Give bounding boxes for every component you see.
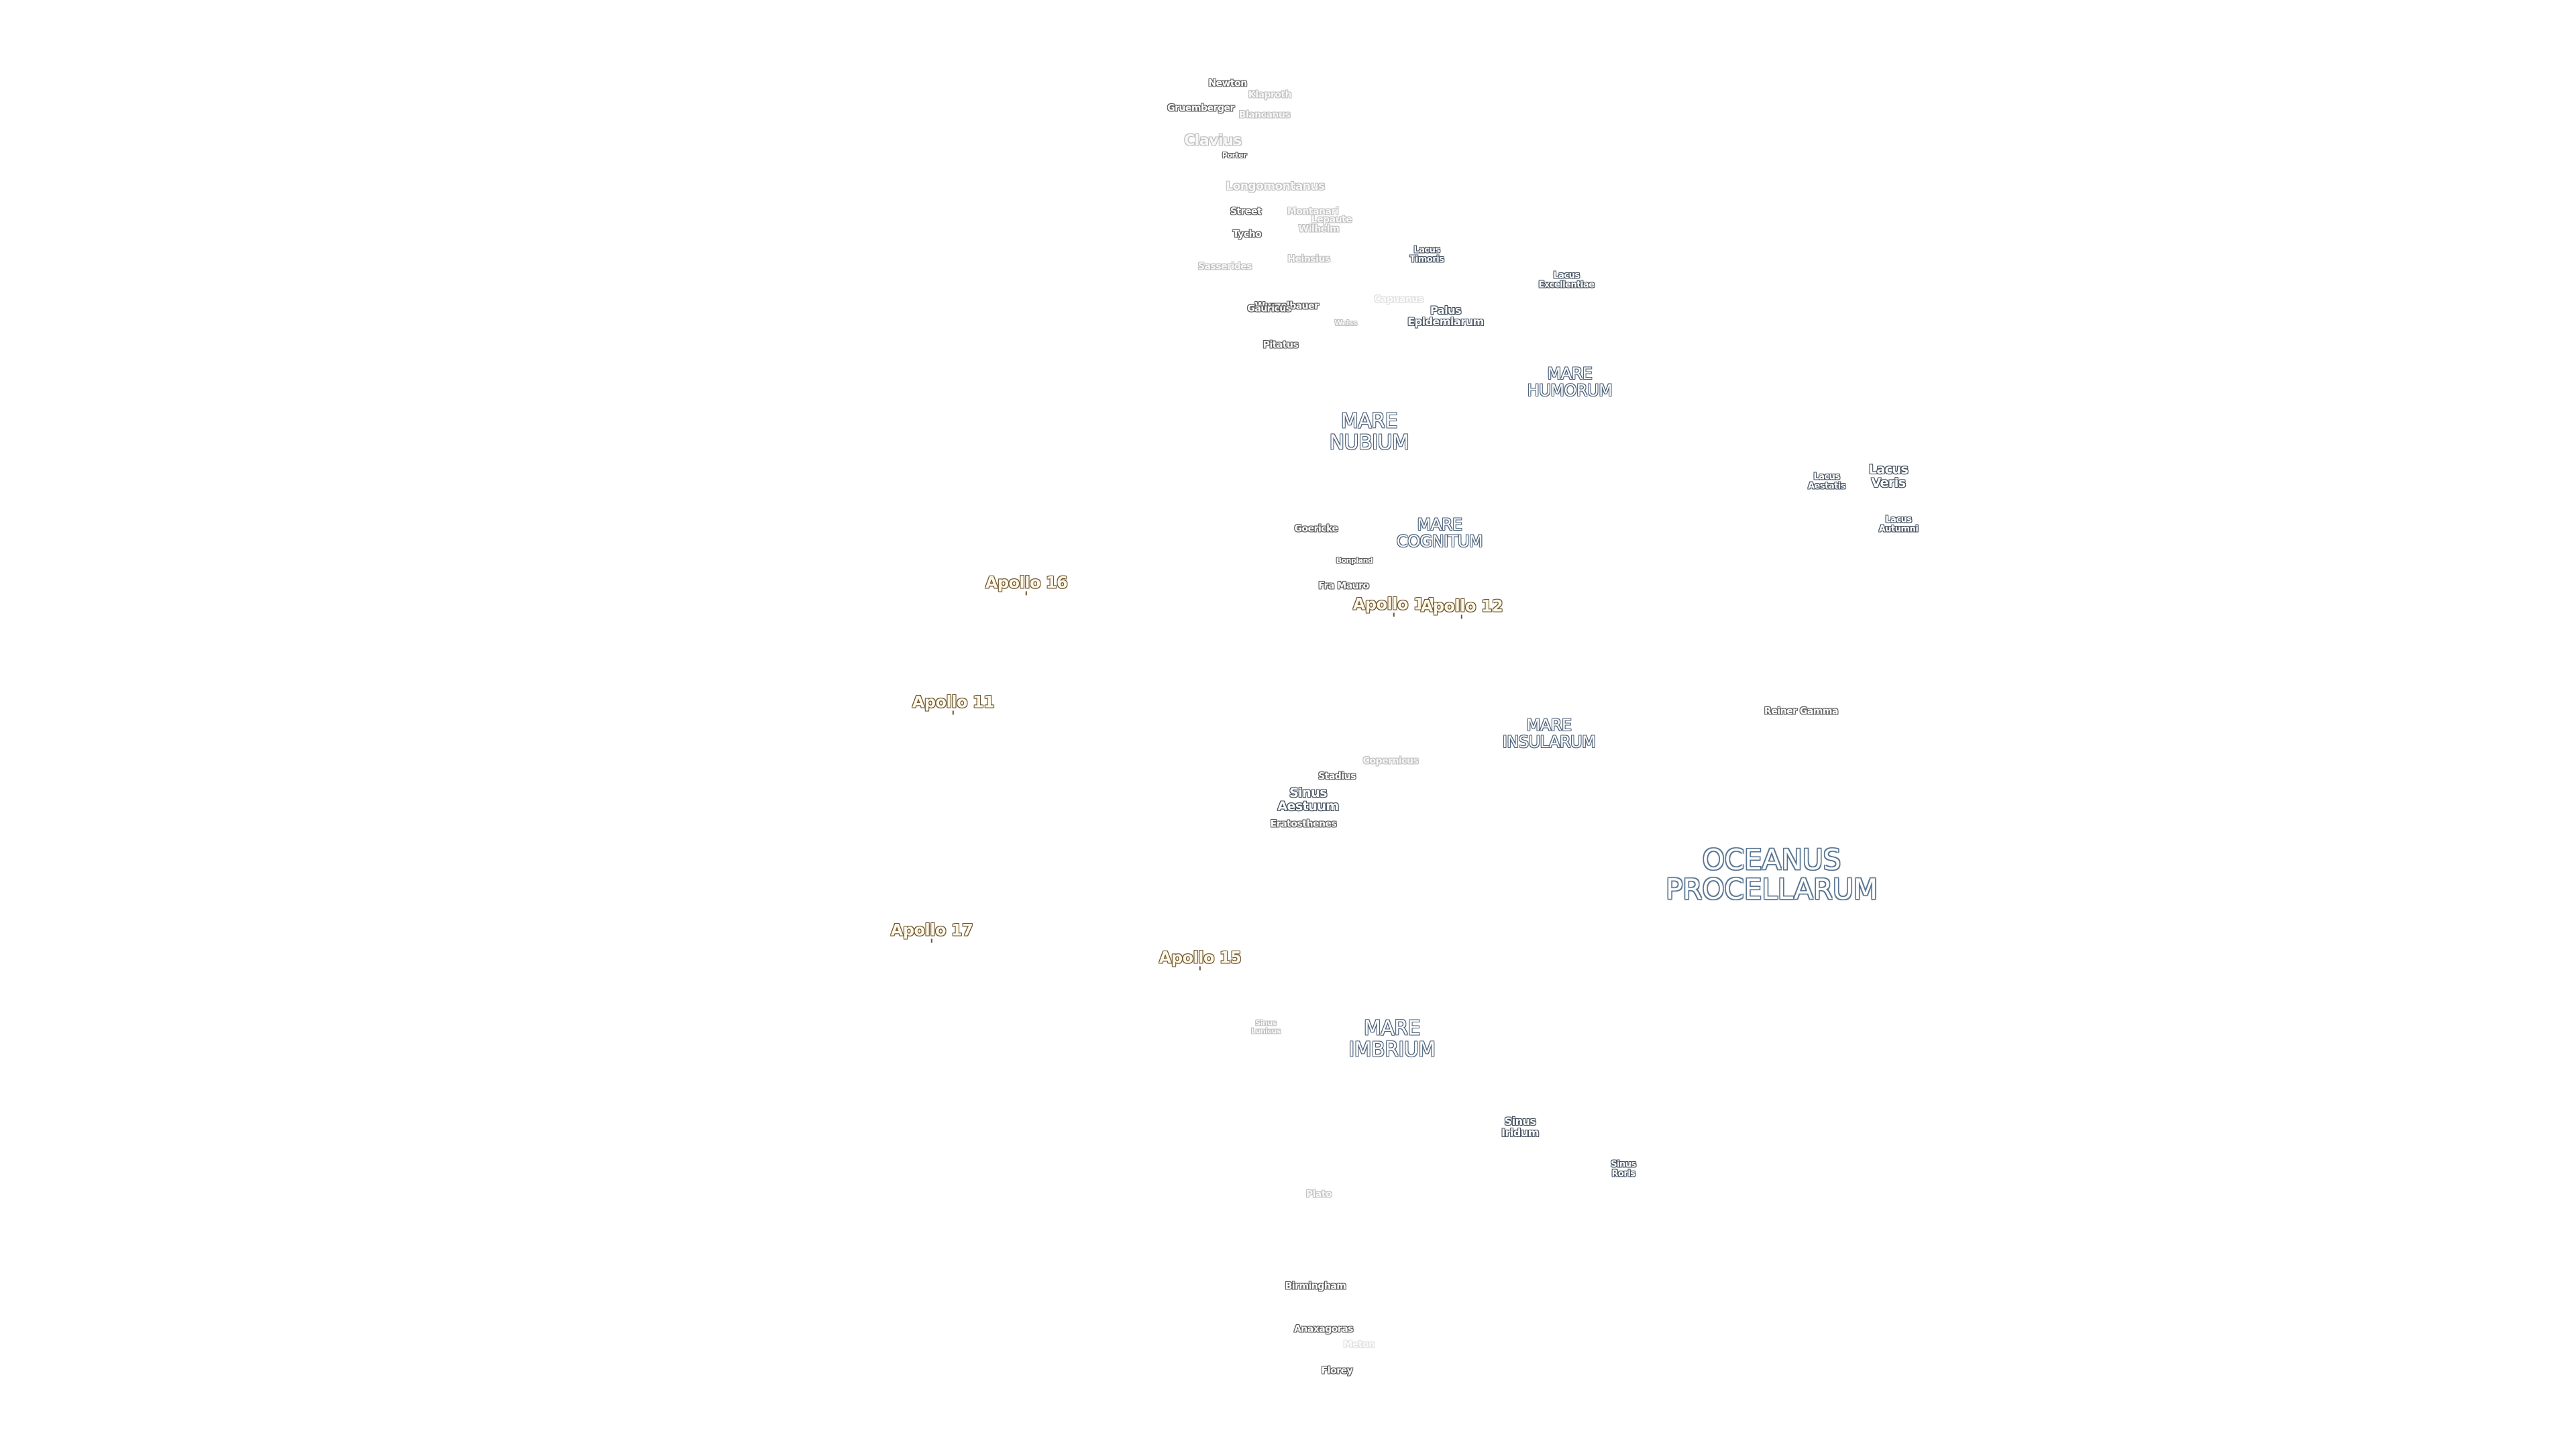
label-lepaute[interactable]: Lepaute bbox=[1311, 214, 1352, 225]
label-sinus-roris[interactable]: Sinus Roris bbox=[1611, 1159, 1636, 1179]
label-tycho[interactable]: Tycho bbox=[1232, 229, 1262, 240]
label-goericke[interactable]: Goericke bbox=[1294, 523, 1338, 535]
apollo-14-pin-icon bbox=[1393, 612, 1395, 617]
apollo-17-label: Apollo 17 bbox=[890, 920, 973, 940]
label-pitatus[interactable]: Pitatus bbox=[1263, 339, 1299, 351]
apollo-12-pin-icon bbox=[1461, 614, 1462, 619]
label-sinus-iridum[interactable]: Sinus Iridum bbox=[1501, 1115, 1539, 1139]
label-clavius[interactable]: Clavius bbox=[1184, 132, 1242, 150]
label-capuanus[interactable]: Capuanus bbox=[1374, 294, 1424, 305]
label-lacus-autumni[interactable]: Lacus Autumni bbox=[1878, 515, 1919, 534]
apollo-14-label: Apollo 14 bbox=[1352, 594, 1436, 614]
apollo-11-label: Apollo 11 bbox=[912, 692, 995, 712]
apollo-12-label: Apollo 12 bbox=[1420, 596, 1503, 616]
label-mare-insularum[interactable]: MARE INSULARUM bbox=[1502, 715, 1596, 751]
label-plato[interactable]: Plato bbox=[1305, 1189, 1332, 1200]
label-lacus-timoris[interactable]: Lacus Timoris bbox=[1409, 245, 1444, 264]
label-porter[interactable]: Porter bbox=[1222, 151, 1247, 160]
apollo-16-marker[interactable]: Apollo 16 bbox=[985, 573, 1068, 596]
apollo-14-marker[interactable]: Apollo 14 bbox=[1352, 594, 1436, 617]
label-newton[interactable]: Newton bbox=[1208, 78, 1247, 89]
label-lacus-aestatis[interactable]: Lacus Aestatis bbox=[1807, 472, 1846, 491]
label-mare-nubium[interactable]: MARE NUBIUM bbox=[1329, 409, 1409, 454]
label-longomontanus[interactable]: Longomontanus bbox=[1226, 180, 1325, 194]
apollo-15-label: Apollo 15 bbox=[1159, 948, 1242, 967]
label-reiner-gamma[interactable]: Reiner Gamma bbox=[1764, 706, 1838, 717]
apollo-15-marker[interactable]: Apollo 15 bbox=[1159, 948, 1242, 971]
label-copernicus[interactable]: Copernicus bbox=[1362, 755, 1419, 767]
label-bonpland[interactable]: Bonpland bbox=[1336, 556, 1373, 566]
label-street[interactable]: Street bbox=[1230, 206, 1262, 217]
apollo-16-pin-icon bbox=[1026, 591, 1027, 596]
label-sinus-aestuum[interactable]: Sinus Aestuum bbox=[1277, 786, 1339, 814]
apollo-15-pin-icon bbox=[1199, 966, 1201, 971]
label-eratosthenes[interactable]: Eratosthenes bbox=[1270, 818, 1337, 830]
label-montanari[interactable]: Montanari bbox=[1287, 206, 1339, 217]
label-anaxagoras[interactable]: Anaxagoras bbox=[1293, 1324, 1354, 1335]
label-gruemberger[interactable]: Gruemberger bbox=[1167, 103, 1234, 114]
label-mare-imbrium[interactable]: MARE IMBRIUM bbox=[1348, 1016, 1436, 1061]
label-mare-cognitum[interactable]: MARE COGNITUM bbox=[1396, 515, 1483, 551]
label-heinsius[interactable]: Heinsius bbox=[1287, 254, 1330, 265]
label-wilhelm[interactable]: Wilhelm bbox=[1298, 223, 1340, 235]
label-lacus-excellentiae[interactable]: Lacus Excellentiae bbox=[1538, 270, 1595, 290]
label-blancanus[interactable]: Blancanus bbox=[1238, 109, 1291, 121]
apollo-12-marker[interactable]: Apollo 12 bbox=[1420, 596, 1503, 619]
label-meton[interactable]: Meton bbox=[1343, 1339, 1375, 1350]
apollo-11-pin-icon bbox=[953, 710, 954, 715]
label-fra-mauro[interactable]: Fra Mauro bbox=[1318, 580, 1369, 592]
apollo-11-marker[interactable]: Apollo 11 bbox=[912, 692, 995, 715]
label-sasserides[interactable]: Sasserides bbox=[1197, 261, 1252, 272]
label-wurzelbauer[interactable]: Wurzelbauer bbox=[1254, 301, 1319, 312]
label-sinus-lunicus[interactable]: Sinus Lunicus bbox=[1251, 1018, 1281, 1035]
label-oceanus-procellarum[interactable]: OCEANUS PROCELLARUM bbox=[1665, 843, 1878, 906]
label-weiss[interactable]: Weiss bbox=[1334, 319, 1357, 328]
label-palus-epidemiarum[interactable]: Palus Epidemiarum bbox=[1407, 304, 1484, 328]
label-gauricus[interactable]: Gauricus bbox=[1247, 303, 1291, 315]
apollo-17-pin-icon bbox=[931, 938, 932, 943]
label-stadius[interactable]: Stadius bbox=[1318, 771, 1356, 782]
label-klaproth[interactable]: Klaproth bbox=[1248, 89, 1292, 101]
label-florey[interactable]: Florey bbox=[1321, 1365, 1353, 1377]
label-mare-humorum[interactable]: MARE HUMORUM bbox=[1527, 364, 1613, 400]
apollo-17-marker[interactable]: Apollo 17 bbox=[890, 920, 973, 943]
label-lacus-veris[interactable]: Lacus Veris bbox=[1868, 462, 1909, 490]
apollo-16-label: Apollo 16 bbox=[985, 573, 1068, 592]
label-birmingham[interactable]: Birmingham bbox=[1285, 1281, 1346, 1292]
